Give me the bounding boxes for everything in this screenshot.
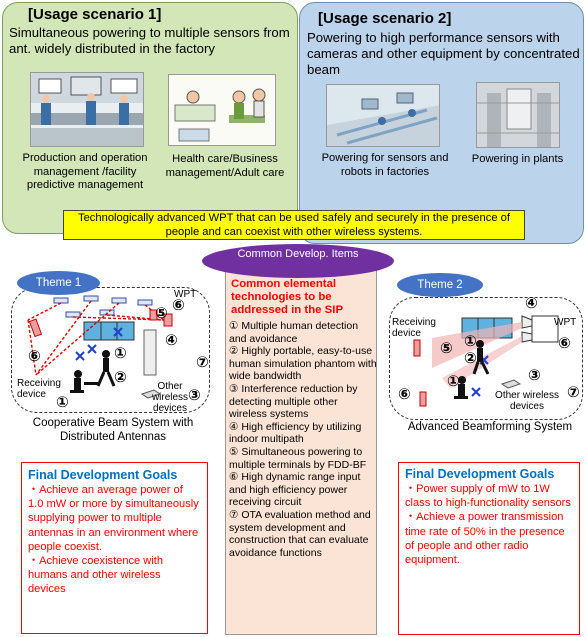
theme-1-wpt-label: WPT — [174, 289, 197, 300]
common-item: ① Multiple human detection and avoidance — [229, 320, 359, 345]
theme-1-num-6b: ⑥ — [28, 348, 41, 365]
theme-1-goals-box: Final Development Goals ・Achieve an aver… — [21, 462, 208, 634]
theme-2-num-4: ④ — [525, 295, 538, 312]
theme-1-num-3: ③ — [188, 387, 201, 404]
sensors-robots-factory-image — [326, 84, 440, 147]
common-item: ③ Interference reduction by detecting mu… — [229, 382, 358, 421]
theme-2-num-3: ③ — [528, 367, 541, 384]
theme-2-num-6b: ⑥ — [398, 386, 411, 403]
theme-1-goal: ・Achieve an average power of 1.0 mW or m… — [28, 484, 199, 553]
theme-1-num-5: ⑤ — [155, 305, 168, 322]
theme-1-num-1b: ① — [56, 394, 69, 411]
scenario-2-subtitle: Powering to high performance sensors wit… — [307, 30, 580, 77]
theme-2-wpt-label: WPT — [554, 317, 577, 328]
theme-2-diagram — [413, 315, 559, 407]
scenario-1-title: [Usage scenario 1] — [28, 6, 162, 23]
theme-2-num-2: ② — [464, 350, 477, 367]
theme-1-diagram — [27, 295, 173, 399]
theme-1-receiving-label: Receiving device — [17, 378, 61, 400]
theme-2-goals-box: Final Development Goals ・Power supply of… — [398, 462, 580, 635]
theme-2-oval: Theme 2 — [397, 273, 483, 297]
theme-2-goal: ・Achieve a power transmission time rate … — [405, 511, 565, 567]
theme-1-num-1a: ① — [114, 345, 127, 362]
factory-line-image — [30, 72, 144, 147]
common-item: ⑤ Simultaneous powering to multiple term… — [229, 445, 367, 471]
theme-2-num-6a: ⑥ — [558, 335, 571, 352]
scenario-2-title: [Usage scenario 2] — [318, 10, 452, 27]
theme-2-receiving-label: Receiving device — [392, 317, 436, 339]
common-item: ② Highly portable, easy-to-use human sim… — [229, 345, 377, 383]
common-item: ⑦ OTA evaluation method and system devel… — [229, 508, 371, 559]
theme-1-num-2: ② — [114, 369, 127, 386]
theme-1-oval: Theme 1 — [17, 271, 100, 295]
theme-2-diagram-frame — [389, 297, 583, 420]
scenario-1-caption-right: Health care/Business management/Adult ca… — [165, 153, 285, 179]
theme-1-num-4: ④ — [165, 332, 178, 349]
theme-1-num-6a: ⑥ — [172, 297, 185, 314]
theme-1-diagram-frame — [11, 287, 210, 413]
scenario-1-subtitle: Simultaneous powering to multiple sensor… — [9, 25, 290, 56]
common-items-list: ① Multiple human detection and avoidance… — [229, 320, 377, 559]
scenario-1-caption-left: Production and operation management /fac… — [22, 152, 148, 191]
theme-2-goal: ・Power supply of mW to 1W class to high-… — [405, 483, 571, 510]
common-heading: Common elemental technologies to be addr… — [231, 278, 344, 317]
common-develop-items-oval: Common Develop. Items — [202, 244, 394, 278]
theme-2-goals-title: Final Development Goals — [405, 467, 555, 481]
plant-image — [476, 82, 560, 148]
scenario-2-caption-right: Powering in plants — [471, 153, 564, 165]
theme-1-other-label: Other wireless devices — [151, 381, 189, 414]
theme-2-num-7: ⑦ — [567, 384, 580, 401]
common-item: ⑥ High dynamic range input and high effi… — [229, 471, 361, 509]
theme-2-caption: Advanced Beamforming System — [407, 421, 573, 433]
common-items-box — [225, 265, 377, 635]
theme-1-caption: Cooperative Beam System with Distributed… — [32, 417, 194, 443]
theme-1-goals-title: Final Development Goals — [28, 468, 178, 482]
scenario-2-caption-left: Powering for sensors and robots in facto… — [321, 152, 449, 178]
theme-2-num-1a: ① — [464, 333, 477, 350]
common-item: ④ High efficiency by utilizing indoor mu… — [229, 420, 362, 446]
theme-1-goal: ・Achieve coexistence with humans and oth… — [28, 555, 164, 596]
healthcare-image — [168, 74, 276, 146]
theme-2-num-1b: ① — [447, 373, 460, 390]
theme-2-num-5: ⑤ — [440, 340, 453, 357]
wpt-banner: Technologically advanced WPT that can be… — [63, 210, 525, 240]
theme-2-other-label: Other wireless devices — [495, 390, 559, 412]
theme-1-num-7: ⑦ — [196, 354, 209, 371]
